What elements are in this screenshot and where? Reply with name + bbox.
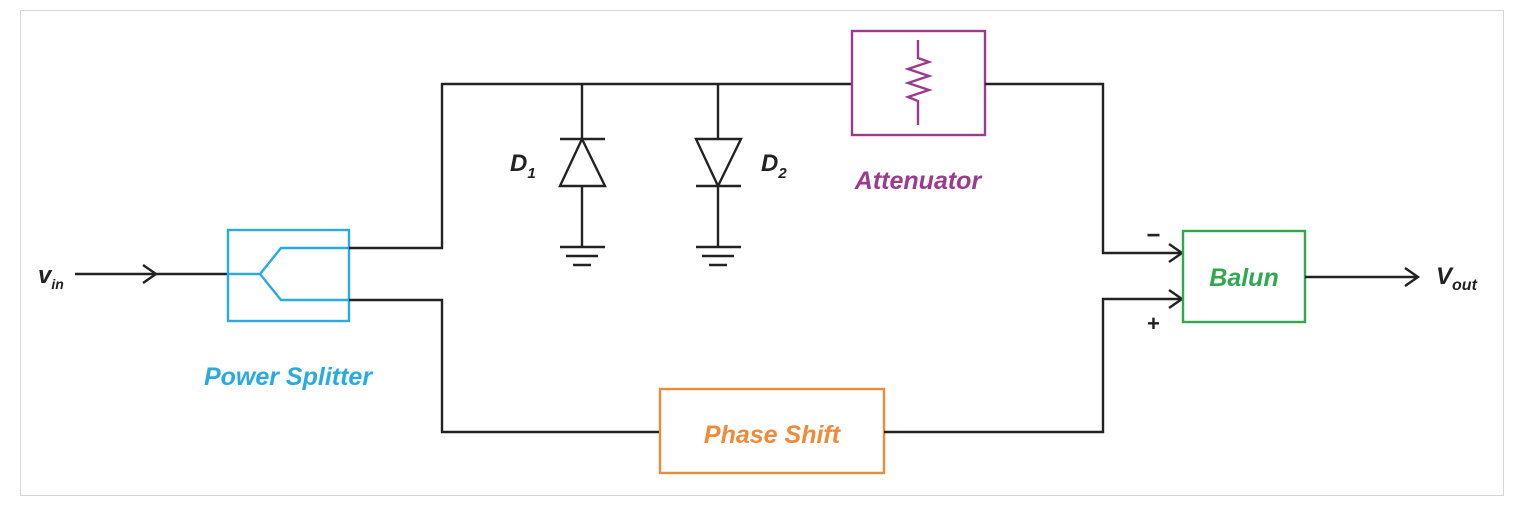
ground-icon — [560, 245, 605, 267]
output-label: Vout — [1436, 263, 1478, 294]
power-splitter-block — [226, 228, 351, 323]
lower-output-wire — [884, 297, 1180, 434]
diagram-frame — [20, 10, 1504, 496]
attenuator-label: Attenuator — [854, 167, 983, 195]
upper-output-wire — [985, 82, 1180, 255]
resistor-icon — [904, 40, 933, 125]
diode2-label: D2 — [761, 150, 787, 182]
ground-icon — [696, 245, 741, 267]
phase-shift-label: Phase Shift — [704, 421, 842, 449]
lower-branch-wire — [349, 298, 660, 434]
diode-d2 — [694, 84, 743, 247]
balun-label: Balun — [1209, 264, 1278, 292]
input-label: vin — [38, 262, 64, 292]
plus-sign: + — [1147, 311, 1160, 336]
power-splitter-label: Power Splitter — [204, 363, 373, 391]
power-splitter-symbol — [228, 246, 349, 302]
upper-branch-wire — [349, 82, 852, 250]
diode-d1 — [558, 84, 607, 247]
output-arrow — [1404, 267, 1421, 287]
input-arrow — [142, 264, 159, 284]
diode1-label: D1 — [510, 150, 536, 182]
minus-sign: − — [1146, 222, 1160, 249]
